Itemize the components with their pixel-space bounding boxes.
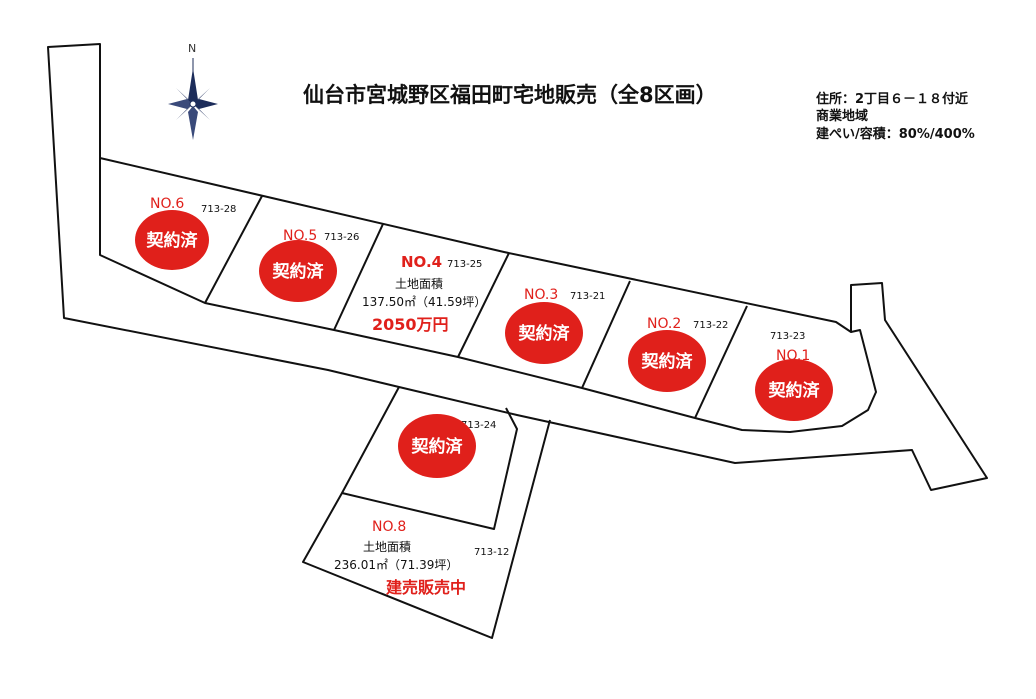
lot-1-parcel: 713-23 — [770, 331, 805, 342]
lot-3-parcel: 713-21 — [570, 291, 605, 302]
lot-6[interactable]: NO.6 713-28 契約済 — [135, 196, 236, 270]
lot-8[interactable]: NO.8 土地面積 713-12 236.01㎡（71.39坪） 建売販売中 — [334, 519, 509, 597]
lot-8-area-label: 土地面積 — [363, 539, 411, 554]
lot-4-number: NO.4 — [401, 253, 442, 271]
divider-2-1 — [694, 305, 748, 419]
lot-8-outline — [302, 419, 551, 639]
plan-title: 仙台市宮城野区福田町宅地販売（全8区画） — [303, 83, 717, 107]
lot-7[interactable]: 713-24 契約済 — [398, 414, 496, 478]
lot-6-parcel: 713-28 — [201, 204, 236, 215]
lot-8-status: 建売販売中 — [386, 578, 466, 597]
lot-1-sold-label: 契約済 — [768, 380, 821, 401]
lot-6-sold-badge — [135, 210, 209, 270]
lot-3[interactable]: NO.3 713-21 契約済 — [505, 287, 605, 364]
lot-8-number: NO.8 — [372, 519, 406, 535]
lot-2-parcel: 713-22 — [693, 320, 728, 331]
lot-5[interactable]: NO.5 713-26 契約済 — [259, 228, 359, 302]
lot-1[interactable]: 713-23 NO.1 契約済 — [755, 331, 833, 421]
lot-3-number: NO.3 — [524, 287, 558, 303]
lot-4-area: 137.50㎡（41.59坪） — [362, 295, 486, 309]
divider-5-4 — [333, 223, 384, 331]
address-text: 住所：2丁目６－１８付近 — [816, 91, 968, 107]
lot-2-sold-badge — [628, 330, 706, 392]
lots-bottom-edge — [99, 158, 877, 433]
lot-7-sold-badge — [398, 414, 476, 478]
lot-6-number: NO.6 — [150, 196, 184, 212]
lot-8-parcel: 713-12 — [474, 547, 509, 558]
lot-1-sold-badge — [755, 359, 833, 421]
lot-7-parcel: 713-24 — [461, 420, 496, 431]
compass-north-label: N — [188, 42, 196, 55]
lot-4-parcel: 713-25 — [447, 259, 482, 270]
lot-4-area-label: 土地面積 — [395, 276, 443, 291]
ratio-text: 建ぺい/容積：80%/400% — [816, 126, 975, 142]
lot-5-parcel: 713-26 — [324, 232, 359, 243]
road-boundary — [47, 43, 988, 491]
lot-2[interactable]: NO.2 713-22 契約済 — [628, 316, 728, 392]
lot-3-sold-label: 契約済 — [518, 323, 571, 344]
lot-4[interactable]: NO.4 713-25 土地面積 137.50㎡（41.59坪） 2050万円 — [362, 253, 486, 334]
lot-3-sold-badge — [505, 302, 583, 364]
divider-4-3 — [457, 252, 510, 358]
lot-7-outline — [341, 386, 518, 530]
lot-2-number: NO.2 — [647, 316, 681, 332]
zoning-text: 商業地域 — [816, 108, 868, 124]
lot-7-sold-label: 契約済 — [411, 436, 464, 457]
lot-6-sold-label: 契約済 — [146, 230, 199, 251]
lot-2-sold-label: 契約済 — [641, 351, 694, 372]
lot-5-sold-badge — [259, 240, 337, 302]
divider-6-5 — [204, 195, 263, 304]
lot-5-number: NO.5 — [283, 228, 317, 244]
lot-5-sold-label: 契約済 — [272, 261, 325, 282]
divider-3-2 — [581, 280, 631, 389]
lot-8-area: 236.01㎡（71.39坪） — [334, 558, 458, 572]
lot-4-price: 2050万円 — [372, 315, 449, 334]
compass-icon: N — [168, 42, 218, 140]
